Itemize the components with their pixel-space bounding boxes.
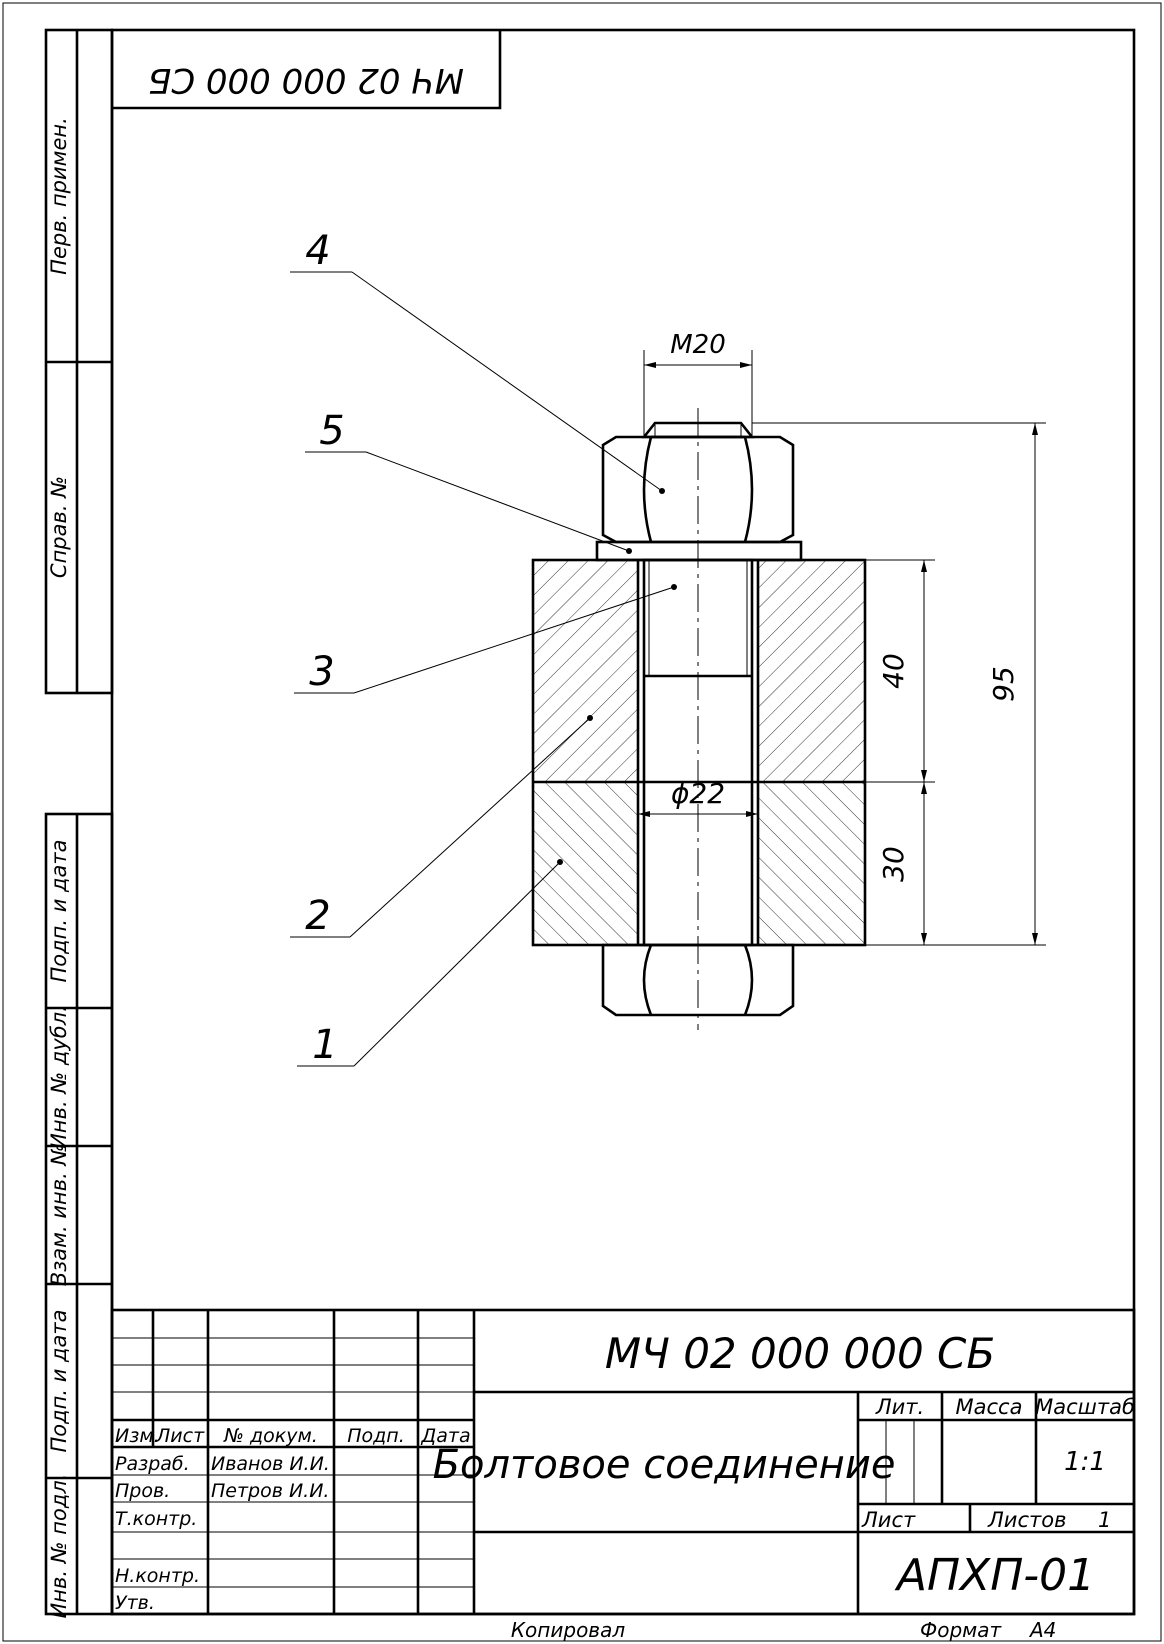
position-3: 3 xyxy=(309,649,334,695)
dim-lower-thickness-label: 30 xyxy=(877,846,910,882)
copied-label: Копировал xyxy=(511,1618,625,1642)
lit-label: Лит. xyxy=(875,1395,924,1419)
drawing-title: Болтовое соединение xyxy=(433,1442,896,1488)
plate-1-left-section xyxy=(533,782,638,945)
format-value: А4 xyxy=(1028,1618,1056,1642)
nut-4 xyxy=(601,435,795,544)
leader-4: 4 xyxy=(290,228,665,494)
perv-primen-label: Перв. примен. xyxy=(47,117,71,275)
row-role-utv: Утв. xyxy=(115,1592,155,1614)
podp-data-label-1: Подп. и дата xyxy=(47,839,71,982)
hdr-data: Дата xyxy=(420,1425,470,1447)
organization: АПХП-01 xyxy=(894,1550,1095,1601)
dim-upper-thickness-label: 40 xyxy=(877,653,910,689)
dim-lower-thickness: 30 xyxy=(865,782,935,946)
side-strip: Перв. примен. Справ. № Подп. и дата Инв.… xyxy=(44,28,114,1619)
dim-total-length-label: 95 xyxy=(987,666,1020,702)
row-name-prov: Петров И.И. xyxy=(211,1480,329,1502)
leader-3: 3 xyxy=(294,584,677,695)
leader-1: 1 xyxy=(297,859,563,1068)
hdr-izm: Изм. xyxy=(115,1425,160,1447)
massa-label: Масса xyxy=(956,1395,1023,1419)
row-role-razrab: Разраб. xyxy=(115,1453,190,1475)
corner-designation: МЧ 02 000 000 СБ xyxy=(148,60,464,100)
dim-hole: ϕ22 xyxy=(638,777,758,817)
row-name-razrab: Иванов И.И. xyxy=(211,1453,330,1475)
dim-upper-thickness: 40 xyxy=(865,559,935,783)
format-label: Формат xyxy=(920,1618,1002,1642)
sheets-value: 1 xyxy=(1098,1508,1111,1532)
sheet-label: Лист xyxy=(861,1508,916,1532)
row-role-tkontr: Т.контр. xyxy=(115,1508,197,1530)
leader-5: 5 xyxy=(305,408,632,554)
bolted-joint-drawing: М20 ϕ22 40 30 95 xyxy=(290,228,1046,1068)
podp-data-label-2: Подп. и дата xyxy=(47,1309,71,1452)
scale-value: 1:1 xyxy=(1064,1447,1106,1477)
hdr-list: Лист xyxy=(155,1425,205,1447)
position-2: 2 xyxy=(305,893,330,939)
vzam-inv-label: Взам. инв. № xyxy=(47,1144,71,1287)
dim-hole-label: ϕ22 xyxy=(671,777,725,810)
position-1: 1 xyxy=(312,1022,337,1068)
dim-total-length: 95 xyxy=(752,422,1046,946)
plate-1-right-section xyxy=(758,782,865,945)
dim-thread: М20 xyxy=(643,330,753,437)
leader-2: 2 xyxy=(290,715,593,939)
corner-stamp: МЧ 02 000 000 СБ xyxy=(112,30,502,110)
masshtab-label: Масштаб xyxy=(1035,1395,1135,1419)
title-block: Изм. Лист № докум. Подп. Дата Разраб. Ив… xyxy=(110,1308,1136,1616)
title-block-designation: МЧ 02 000 000 СБ xyxy=(605,1329,995,1378)
dim-thread-label: М20 xyxy=(670,330,726,360)
row-role-nkontr: Н.контр. xyxy=(115,1565,200,1587)
inv-podl-label: Инв. № подл. xyxy=(47,1474,71,1619)
position-5: 5 xyxy=(319,408,344,454)
plate-2-right-section xyxy=(758,560,865,782)
hdr-podp: Подп. xyxy=(347,1425,405,1447)
position-4: 4 xyxy=(305,228,330,274)
hdr-dokum: № докум. xyxy=(223,1425,318,1447)
bolt-head xyxy=(601,943,795,1017)
plate-2-left-section xyxy=(533,560,638,782)
sprav-no-label: Справ. № xyxy=(47,476,71,578)
row-role-prov: Пров. xyxy=(115,1480,170,1502)
inv-dubl-label: Инв. № дубл. xyxy=(47,1005,71,1149)
sheets-label: Листов xyxy=(987,1508,1066,1532)
